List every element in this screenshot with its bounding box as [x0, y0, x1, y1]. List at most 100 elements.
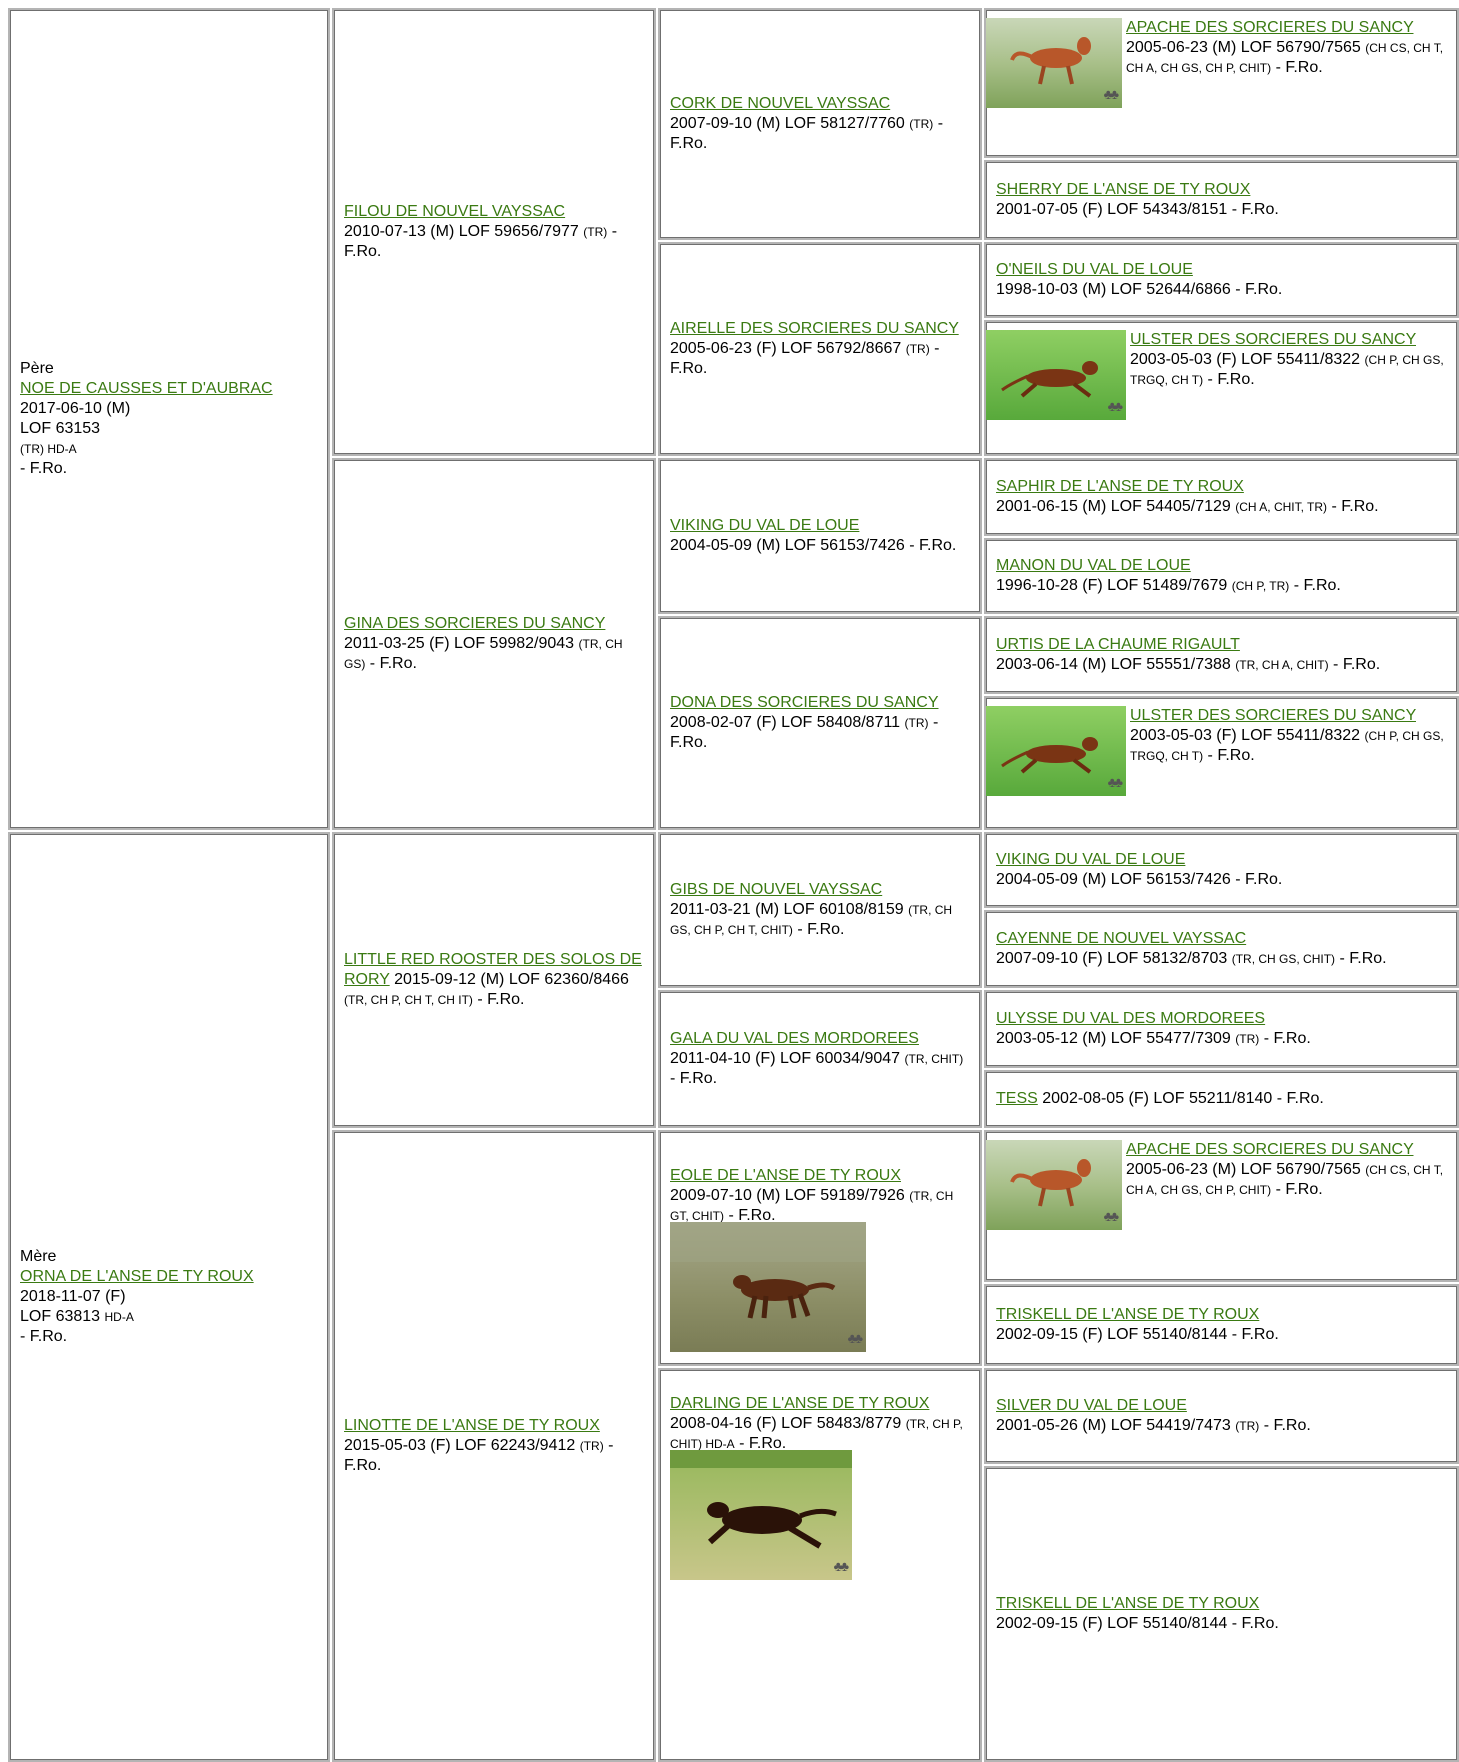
g3-suffix-7: - F.Ro. — [724, 1207, 776, 1224]
g4-cell-9: VIKING DU VAL DE LOUE 2004-05-09 (M) LOF … — [984, 832, 1459, 908]
g4-link-16[interactable]: TRISKELL DE L'ANSE DE TY ROUX — [996, 1595, 1260, 1612]
g3-link-3[interactable]: VIKING DU VAL DE LOUE — [670, 517, 860, 534]
g3-link-2[interactable]: AIRELLE DES SORCIERES DU SANCY — [670, 320, 959, 337]
g4-cell-11: ULYSSE DU VAL DES MORDOREES 2003-05-12 (M… — [984, 990, 1459, 1068]
g4-cell-1: ♣♣ APACHE DES SORCIERES DU SANCY 2005-06… — [984, 8, 1459, 158]
g4-tags-1: (CH CS, CH T, CH A, CH GS, CH P, CHIT) — [1126, 41, 1444, 75]
g3-link-6[interactable]: GALA DU VAL DES MORDOREES — [670, 1030, 919, 1047]
dog-photo: ♣♣ — [986, 706, 1126, 796]
g4-info-15: 2001-05-26 (M) LOF 54419/7473 — [996, 1417, 1231, 1434]
g4-suffix-14: - F.Ro. — [1227, 1326, 1279, 1343]
g3-link-4[interactable]: DONA DES SORCIERES DU SANCY — [670, 694, 939, 711]
g4-suffix-1: - F.Ro. — [1271, 59, 1323, 76]
g4-link-11[interactable]: ULYSSE DU VAL DES MORDOREES — [996, 1010, 1266, 1027]
dam-link[interactable]: ORNA DE L'ANSE DE TY ROUX — [20, 1268, 254, 1285]
g4-link-14[interactable]: TRISKELL DE L'ANSE DE TY ROUX — [996, 1306, 1260, 1323]
g2-cell-2: GINA DES SORCIERES DU SANCY 2011-03-25 (F… — [332, 458, 656, 830]
g3-info-3: 2004-05-09 (M) LOF 56153/7426 — [670, 537, 905, 554]
g3-tags-2: (TR) — [905, 342, 930, 356]
g4-suffix-9: - F.Ro. — [1230, 871, 1283, 888]
g3-link-8[interactable]: DARLING DE L'ANSE DE TY ROUX — [670, 1395, 930, 1412]
g4-info-13: 2005-06-23 (M) LOF 56790/7565 — [1126, 1161, 1361, 1178]
g4-suffix-5: - F.Ro. — [1327, 498, 1379, 515]
g2-info-2: 2011-03-25 (F) LOF 59982/9043 — [344, 635, 575, 652]
g4-tags-11: (TR) — [1235, 1032, 1260, 1046]
photo-watermark-icon: ♣♣ — [1103, 86, 1119, 102]
g3-cell-3: VIKING DU VAL DE LOUE 2004-05-09 (M) LOF … — [658, 458, 982, 614]
g2-tags-4: (TR) — [579, 1439, 604, 1453]
g2-tags-3: (TR, CH P, CH T, CH IT) — [344, 993, 473, 1007]
g4-link-6[interactable]: MANON DU VAL DE LOUE — [996, 557, 1191, 574]
g2-link-1[interactable]: FILOU DE NOUVEL VAYSSAC — [344, 203, 566, 220]
g4-suffix-10: - F.Ro. — [1335, 950, 1387, 967]
g4-suffix-12: - F.Ro. — [1272, 1090, 1324, 1107]
g4-link-3[interactable]: O'NEILS DU VAL DE LOUE — [996, 261, 1193, 278]
g4-cell-4: ♣♣ ULSTER DES SORCIERES DU SANCY 2003-05… — [984, 320, 1459, 456]
g4-suffix-2: - F.Ro. — [1227, 201, 1279, 218]
g2-suffix-4: - F.Ro. — [344, 1437, 614, 1474]
g3-suffix-2: - F.Ro. — [670, 340, 940, 377]
g2-link-2[interactable]: GINA DES SORCIERES DU SANCY — [344, 615, 606, 632]
sire-lof: LOF 63153 — [20, 420, 101, 437]
sire-suffix: - F.Ro. — [20, 460, 68, 477]
g4-tags-4: (CH P, CH GS, TRGQ, CH T) — [1130, 353, 1444, 387]
g4-suffix-8: - F.Ro. — [1203, 747, 1255, 764]
g4-link-4[interactable]: ULSTER DES SORCIERES DU SANCY — [1130, 331, 1416, 348]
g2-link-3[interactable]: LITTLE RED ROOSTER DES SOLOS DE RORY — [344, 951, 642, 988]
g4-suffix-3: - F.Ro. — [1230, 281, 1283, 298]
g4-info-11: 2003-05-12 (M) LOF 55477/7309 — [996, 1030, 1231, 1047]
g4-link-7[interactable]: URTIS DE LA CHAUME RIGAULT — [996, 636, 1240, 653]
g4-tags-5: (CH A, CHIT, TR) — [1235, 500, 1328, 514]
g3-link-1[interactable]: CORK DE NOUVEL VAYSSAC — [670, 95, 891, 112]
g3-tags-8: (TR, CH P, CHIT) HD-A — [670, 1417, 963, 1451]
photo-watermark-icon: ♣♣ — [1107, 398, 1123, 414]
g4-cell-12: TESS 2002-08-05 (F) LOF 55211/8140 - F.R… — [984, 1070, 1459, 1128]
dog-photo: ♣♣ — [986, 1140, 1122, 1230]
photo-watermark-icon: ♣♣ — [1103, 1208, 1119, 1224]
g3-link-7[interactable]: EOLE DE L'ANSE DE TY ROUX — [670, 1167, 901, 1184]
g2-cell-4: LINOTTE DE L'ANSE DE TY ROUX 2015-05-03 (… — [332, 1130, 656, 1762]
g4-suffix-11: - F.Ro. — [1259, 1030, 1311, 1047]
g3-link-5[interactable]: GIBS DE NOUVEL VAYSSAC — [670, 881, 883, 898]
sire-link[interactable]: NOE DE CAUSSES ET D'AUBRAC — [20, 380, 273, 397]
g3-suffix-1: - F.Ro. — [670, 115, 944, 152]
g3-info-1: 2007-09-10 (M) LOF 58127/7760 — [670, 115, 905, 132]
g4-link-12[interactable]: TESS — [996, 1090, 1038, 1107]
g4-cell-8: ♣♣ ULSTER DES SORCIERES DU SANCY 2003-05… — [984, 696, 1459, 830]
g4-link-1[interactable]: APACHE DES SORCIERES DU SANCY — [1126, 19, 1414, 36]
g2-info-4: 2015-05-03 (F) LOF 62243/9412 — [344, 1437, 576, 1454]
g4-suffix-4: - F.Ro. — [1203, 371, 1255, 388]
g3-suffix-5: - F.Ro. — [792, 921, 845, 938]
g4-link-8[interactable]: ULSTER DES SORCIERES DU SANCY — [1130, 707, 1416, 724]
g4-link-9[interactable]: VIKING DU VAL DE LOUE — [996, 851, 1186, 868]
g3-info-4: 2008-02-07 (F) LOF 58408/8711 — [670, 714, 901, 731]
g4-suffix-13: - F.Ro. — [1271, 1181, 1323, 1198]
g4-suffix-16: - F.Ro. — [1227, 1615, 1279, 1632]
g4-link-13[interactable]: APACHE DES SORCIERES DU SANCY — [1126, 1141, 1414, 1158]
sire-tags: (TR) HD-A — [20, 442, 77, 456]
g2-tags-2: (TR, CH GS) — [344, 637, 623, 671]
dog-photo: ♣♣ — [670, 1450, 852, 1580]
g4-cell-13: ♣♣ APACHE DES SORCIERES DU SANCY 2005-06… — [984, 1130, 1459, 1282]
g2-info-3: 2015-09-12 (M) LOF 62360/8466 — [389, 971, 629, 988]
g2-link-4[interactable]: LINOTTE DE L'ANSE DE TY ROUX — [344, 1417, 600, 1434]
g4-link-15[interactable]: SILVER DU VAL DE LOUE — [996, 1397, 1187, 1414]
dog-photo: ♣♣ — [986, 18, 1122, 108]
g4-link-10[interactable]: CAYENNE DE NOUVEL VAYSSAC — [996, 930, 1247, 947]
g3-cell-1: CORK DE NOUVEL VAYSSAC 2007-09-10 (M) LOF… — [658, 8, 982, 240]
g4-link-5[interactable]: SAPHIR DE L'ANSE DE TY ROUX — [996, 478, 1244, 495]
g4-link-2[interactable]: SHERRY DE L'ANSE DE TY ROUX — [996, 181, 1251, 198]
g4-info-9: 2004-05-09 (M) LOF 56153/7426 — [996, 871, 1231, 888]
dam-suffix: - F.Ro. — [20, 1328, 68, 1345]
g4-info-10: 2007-09-10 (F) LOF 58132/8703 — [996, 950, 1228, 967]
g3-info-2: 2005-06-23 (F) LOF 56792/8667 — [670, 340, 902, 357]
g4-suffix-15: - F.Ro. — [1259, 1417, 1311, 1434]
g3-suffix-3: - F.Ro. — [904, 537, 957, 554]
